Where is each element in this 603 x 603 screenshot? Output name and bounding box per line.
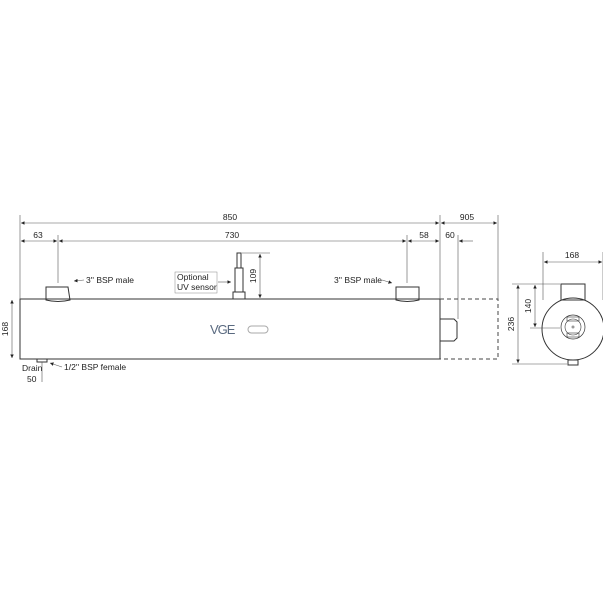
end-view-body (541, 297, 603, 361)
inlet-port (45, 286, 71, 302)
outlet-port (395, 286, 420, 302)
uv-sensor-base (232, 291, 246, 300)
dim-109-label: 109 (248, 269, 258, 283)
dim-168-end-label: 168 (565, 250, 579, 260)
svg-text:VGE: VGE (210, 322, 236, 337)
reactor-body (19, 298, 441, 360)
dim-50-label: 50 (27, 374, 37, 384)
vge-logo: VGE (210, 322, 269, 337)
sensor-callout-box (174, 271, 218, 294)
end-view (541, 283, 603, 366)
end-cap (440, 318, 458, 342)
end-view-drain (567, 359, 579, 366)
dim-58-label: 58 (419, 230, 429, 240)
outlet-label: 3'' BSP male (334, 275, 382, 285)
dim-236-label: 236 (506, 317, 516, 331)
sensor-label-line1: Optional (177, 272, 209, 282)
dim-63-label: 63 (33, 230, 43, 240)
dim-905-label: 905 (460, 212, 474, 222)
uv-sensor-body (234, 267, 244, 293)
drain-port (36, 358, 48, 363)
drain-fitting-label: 1/2'' BSP female (64, 362, 126, 372)
inlet-label: 3'' BSP male (86, 275, 134, 285)
sensor-label-line2: UV sensor (177, 282, 217, 292)
end-view-port (560, 283, 586, 301)
dim-730-label: 730 (225, 230, 239, 240)
drain-label: Drain (22, 363, 43, 373)
dim-60-label: 60 (445, 230, 455, 240)
lamp-removal-clearance (440, 298, 499, 360)
uv-sensor-cable (236, 252, 242, 269)
dim-168-side-label: 168 (0, 322, 10, 336)
dim-850-label: 850 (223, 212, 237, 222)
dim-140-label: 140 (523, 299, 533, 313)
